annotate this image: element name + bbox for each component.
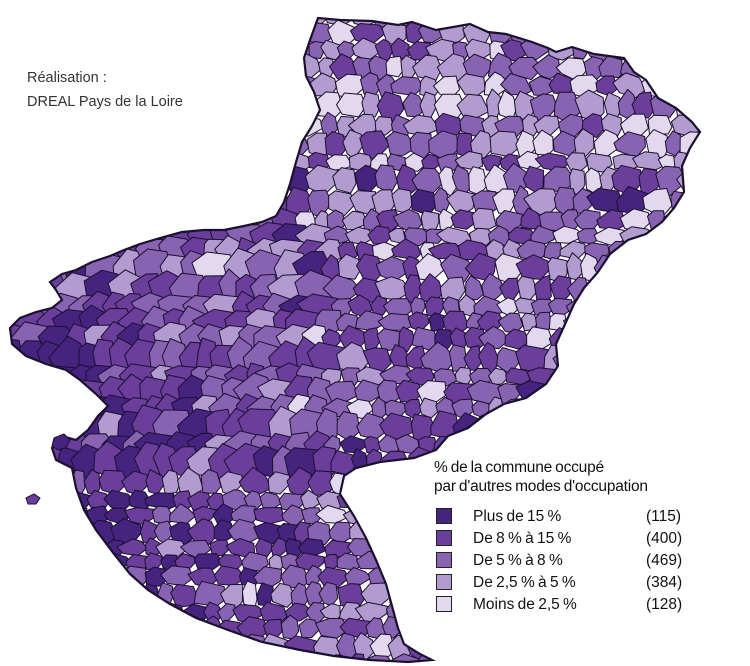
- commune-cell: [193, 553, 224, 570]
- commune-cell: [471, 207, 497, 231]
- legend-swatch-1: [436, 508, 452, 524]
- legend-label-2: De 8 % à 15 %: [473, 530, 572, 547]
- commune-cell: [209, 539, 231, 557]
- commune-cell: [520, 207, 545, 230]
- map-credit: Réalisation : DREAL Pays de la Loire: [27, 66, 183, 114]
- island-yeu: [25, 493, 41, 505]
- commune-cell: [374, 116, 394, 136]
- legend-label-5: Moins de 2,5 %: [473, 596, 577, 613]
- legend-label-1: Plus de 15 %: [473, 508, 562, 525]
- legend-count-1: (115): [646, 508, 682, 525]
- commune-cell: [267, 471, 292, 495]
- commune-cell: [217, 603, 236, 622]
- legend: % de la commune occupé par d'autres mode…: [434, 458, 682, 617]
- commune-cell: [598, 55, 624, 79]
- commune-cell: [337, 253, 361, 280]
- commune-cell: [336, 92, 367, 118]
- commune-cell: [440, 253, 474, 283]
- legend-row-3: De 5 % à 8 % (469): [436, 551, 682, 573]
- commune-cell: [270, 537, 289, 556]
- legend-row-5: Moins de 2,5 % (128): [436, 595, 682, 617]
- commune-cell: [488, 367, 509, 386]
- credit-line-2: DREAL Pays de la Loire: [27, 94, 183, 110]
- legend-label-3: De 5 % à 8 %: [473, 552, 563, 569]
- legend-swatch-4: [436, 574, 452, 590]
- commune-cell: [612, 72, 647, 99]
- commune-cell: [369, 295, 388, 316]
- commune-cell: [170, 583, 199, 608]
- legend-title-line-1: % de la commune occupé: [434, 459, 604, 476]
- commune-cell: [468, 227, 496, 246]
- legend-title-line-2: par d'autres modes d'occupation: [434, 478, 648, 495]
- commune-cell: [526, 326, 554, 350]
- legend-row-2: De 8 % à 15 % (400): [436, 529, 682, 551]
- commune-cell: [504, 328, 530, 350]
- island-noirmoutier: [51, 433, 71, 451]
- legend-count-3: (469): [646, 552, 683, 569]
- legend-swatch-3: [436, 552, 452, 568]
- commune-cell: [450, 209, 474, 230]
- commune-cell: [465, 275, 484, 301]
- commune-cell: [478, 325, 510, 350]
- legend-swatch-2: [436, 530, 452, 546]
- legend-label-4: De 2,5 % à 5 %: [473, 574, 576, 591]
- commune-cell: [508, 56, 544, 81]
- commune-cell: [632, 151, 664, 171]
- commune-cell: [361, 91, 381, 118]
- commune-cell: [161, 469, 180, 495]
- commune-cell: [385, 131, 416, 156]
- commune-cell: [398, 326, 415, 353]
- legend-title: % de la commune occupé par d'autres mode…: [434, 458, 648, 496]
- legend-count-2: (400): [646, 530, 683, 547]
- commune-cell: [379, 364, 415, 385]
- commune-cell: [332, 167, 357, 194]
- commune-cell: [454, 366, 473, 386]
- commune-cell: [552, 225, 585, 244]
- commune-cell: [404, 152, 426, 172]
- commune-cell: [439, 276, 466, 301]
- commune-cell: [403, 227, 432, 247]
- credit-line-1: Réalisation :: [27, 70, 107, 86]
- commune-cell: [187, 518, 219, 545]
- commune-cell: [298, 618, 320, 639]
- legend-swatch-5: [436, 596, 452, 612]
- legend-row-1: Plus de 15 % (115): [436, 507, 681, 529]
- commune-cell: [385, 55, 405, 78]
- legend-count-4: (384): [646, 574, 683, 591]
- legend-row-4: De 2,5 % à 5 % (384): [436, 573, 682, 595]
- legend-rows: Plus de 15 % (115) De 8 % à 15 % (400) D…: [436, 507, 682, 617]
- commune-cell: [270, 582, 297, 608]
- commune-cell: [631, 91, 656, 119]
- legend-count-5: (128): [646, 596, 683, 613]
